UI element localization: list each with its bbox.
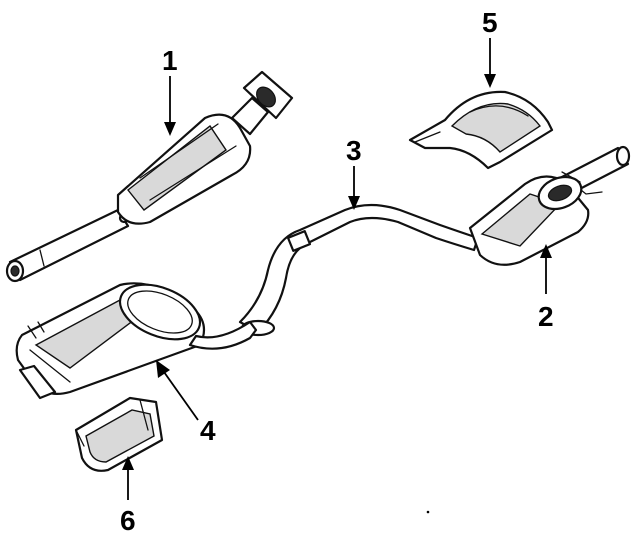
callout-6: 6 — [120, 505, 136, 536]
callout-5: 5 — [482, 7, 498, 38]
rear-muffler-part — [468, 145, 631, 266]
heat-shield-part — [408, 90, 554, 170]
small-heat-shield-part — [74, 396, 164, 472]
resonator-part — [15, 282, 258, 400]
stray-dot — [426, 510, 430, 514]
callout-1: 1 — [162, 45, 178, 76]
callout-leaders — [122, 38, 552, 500]
callout-4: 4 — [200, 415, 216, 446]
callout-3: 3 — [346, 135, 362, 166]
intermediate-pipe-part — [238, 203, 480, 337]
callout-2: 2 — [538, 301, 554, 332]
catalytic-converter-part — [5, 70, 294, 283]
